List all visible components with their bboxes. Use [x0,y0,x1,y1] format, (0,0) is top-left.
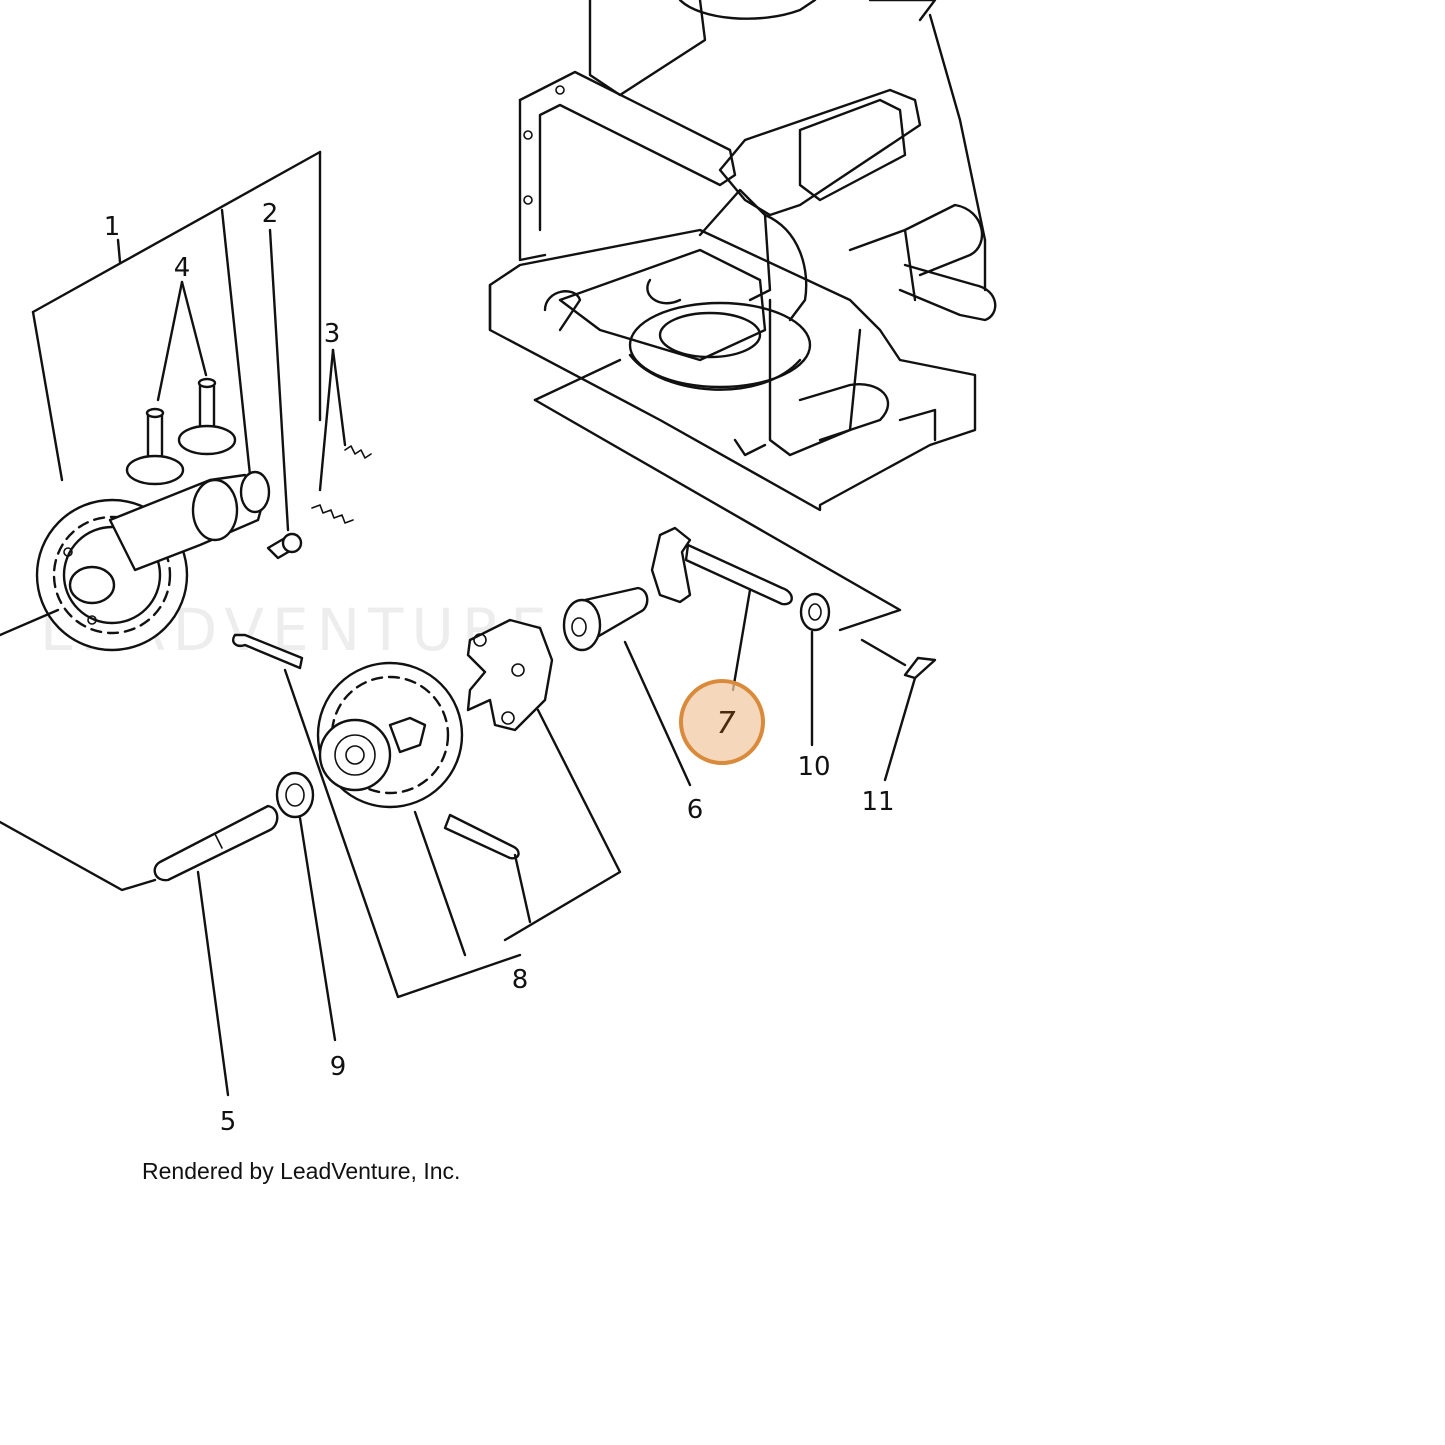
clip [860,638,937,782]
callout-2[interactable]: 2 [262,199,279,229]
valve-lifters [125,280,237,486]
washer-10 [799,592,831,747]
bolt-small [266,228,303,560]
governor-shaft [650,526,793,692]
highlighted-callout-7[interactable]: 7 [679,679,765,765]
camshaft-gear [35,470,271,652]
engine-block [488,0,997,632]
callout-3[interactable]: 3 [324,319,341,349]
washer-9 [275,771,337,1042]
callout-10[interactable]: 10 [797,752,830,782]
render-credit: Rendered by LeadVenture, Inc. [142,1158,461,1184]
governor-yoke [466,618,554,732]
callout-1[interactable]: 1 [104,212,121,242]
callout-7[interactable]: 7 [716,706,735,741]
callout-8[interactable]: 8 [512,965,529,995]
pin [153,804,279,1097]
bracket-group-lower [0,608,157,892]
callout-5[interactable]: 5 [220,1107,237,1137]
callout-6[interactable]: 6 [687,795,704,825]
bushing [562,586,692,787]
bracket-group-1 [31,150,322,482]
callout-4[interactable]: 4 [174,253,191,283]
callout-9[interactable]: 9 [330,1052,347,1082]
highlight-marker[interactable] [679,679,765,765]
callout-11[interactable]: 11 [861,787,894,817]
governor-gear-assembly [232,633,622,999]
spring [311,348,372,524]
